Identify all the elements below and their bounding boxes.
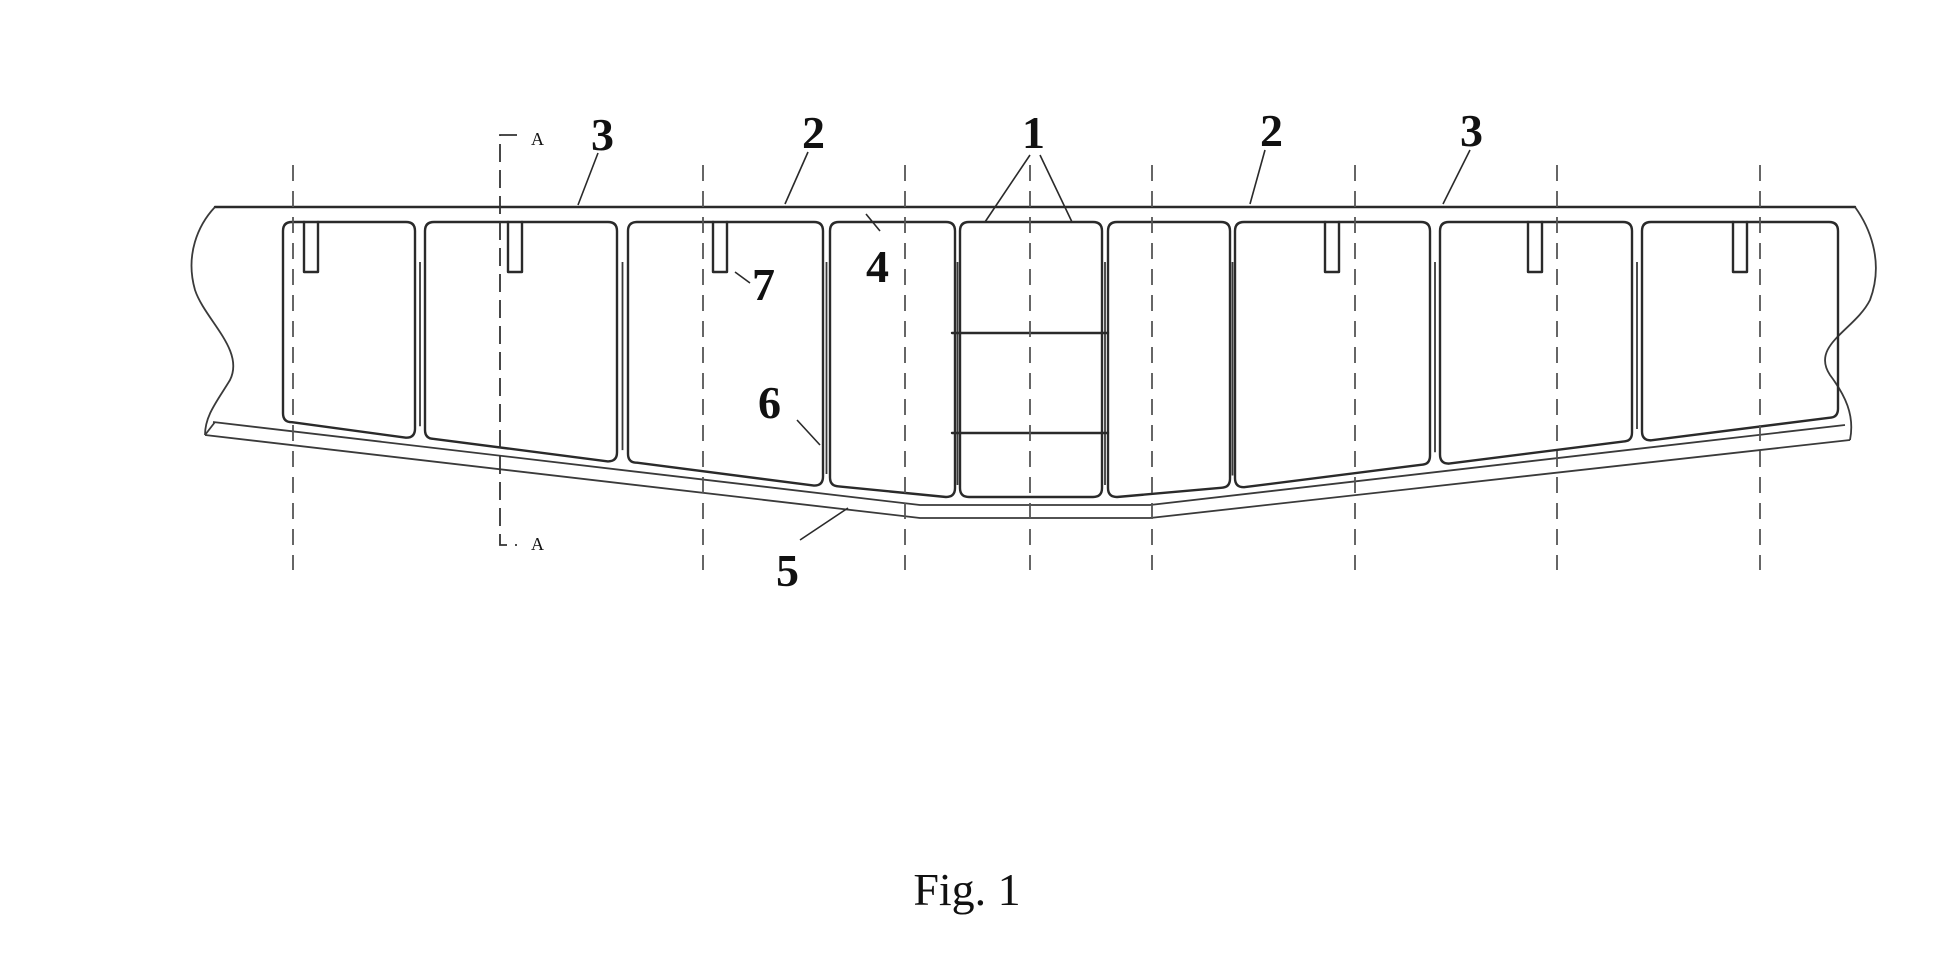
- web-cells: [283, 222, 1838, 497]
- web-cell-8: [1440, 222, 1632, 464]
- web-cell-4: [830, 222, 955, 497]
- section-mark-top: A: [531, 129, 544, 149]
- leader-1-b: [1040, 155, 1072, 222]
- slot-4: [1325, 222, 1339, 272]
- numeral-7: 7: [752, 259, 775, 310]
- web-cell-5: [960, 222, 1102, 497]
- section-line-a-a: A A: [500, 129, 544, 554]
- figure-caption: Fig. 1: [913, 864, 1020, 915]
- leader-1-a: [985, 155, 1030, 222]
- slots: [304, 222, 1747, 272]
- numeral-2-left: 2: [802, 107, 825, 158]
- leader-3-right: [1443, 150, 1470, 204]
- numeral-3-right: 3: [1460, 105, 1483, 156]
- numeral-1: 1: [1022, 107, 1045, 158]
- center-lines: [293, 165, 1760, 570]
- slot-3: [713, 222, 727, 272]
- leader-6: [797, 420, 820, 445]
- slot-2: [508, 222, 522, 272]
- left-break-outline: [192, 207, 234, 435]
- right-break-outline: [1825, 207, 1876, 440]
- reference-numerals: 3 2 1 2 3 4 7 6 5: [591, 105, 1483, 596]
- web-cell-7: [1235, 222, 1430, 487]
- leader-3-left: [578, 153, 598, 205]
- numeral-6: 6: [758, 377, 781, 428]
- section-line-path: [500, 135, 517, 545]
- numeral-4: 4: [866, 241, 889, 292]
- leader-lines: [578, 150, 1470, 540]
- leader-2-left: [785, 152, 808, 204]
- slot-5: [1528, 222, 1542, 272]
- numeral-5: 5: [776, 545, 799, 596]
- slot-6: [1733, 222, 1747, 272]
- section-mark-bottom: A: [531, 534, 544, 554]
- web-cell-6: [1108, 222, 1230, 497]
- web-cell-3: [628, 222, 823, 486]
- leader-7: [735, 272, 750, 283]
- leader-5: [800, 508, 848, 540]
- numeral-2-right: 2: [1260, 105, 1283, 156]
- numeral-3-left: 3: [591, 109, 614, 160]
- leader-2-right: [1250, 150, 1265, 204]
- slot-1: [304, 222, 318, 272]
- web-cell-9: [1642, 222, 1838, 440]
